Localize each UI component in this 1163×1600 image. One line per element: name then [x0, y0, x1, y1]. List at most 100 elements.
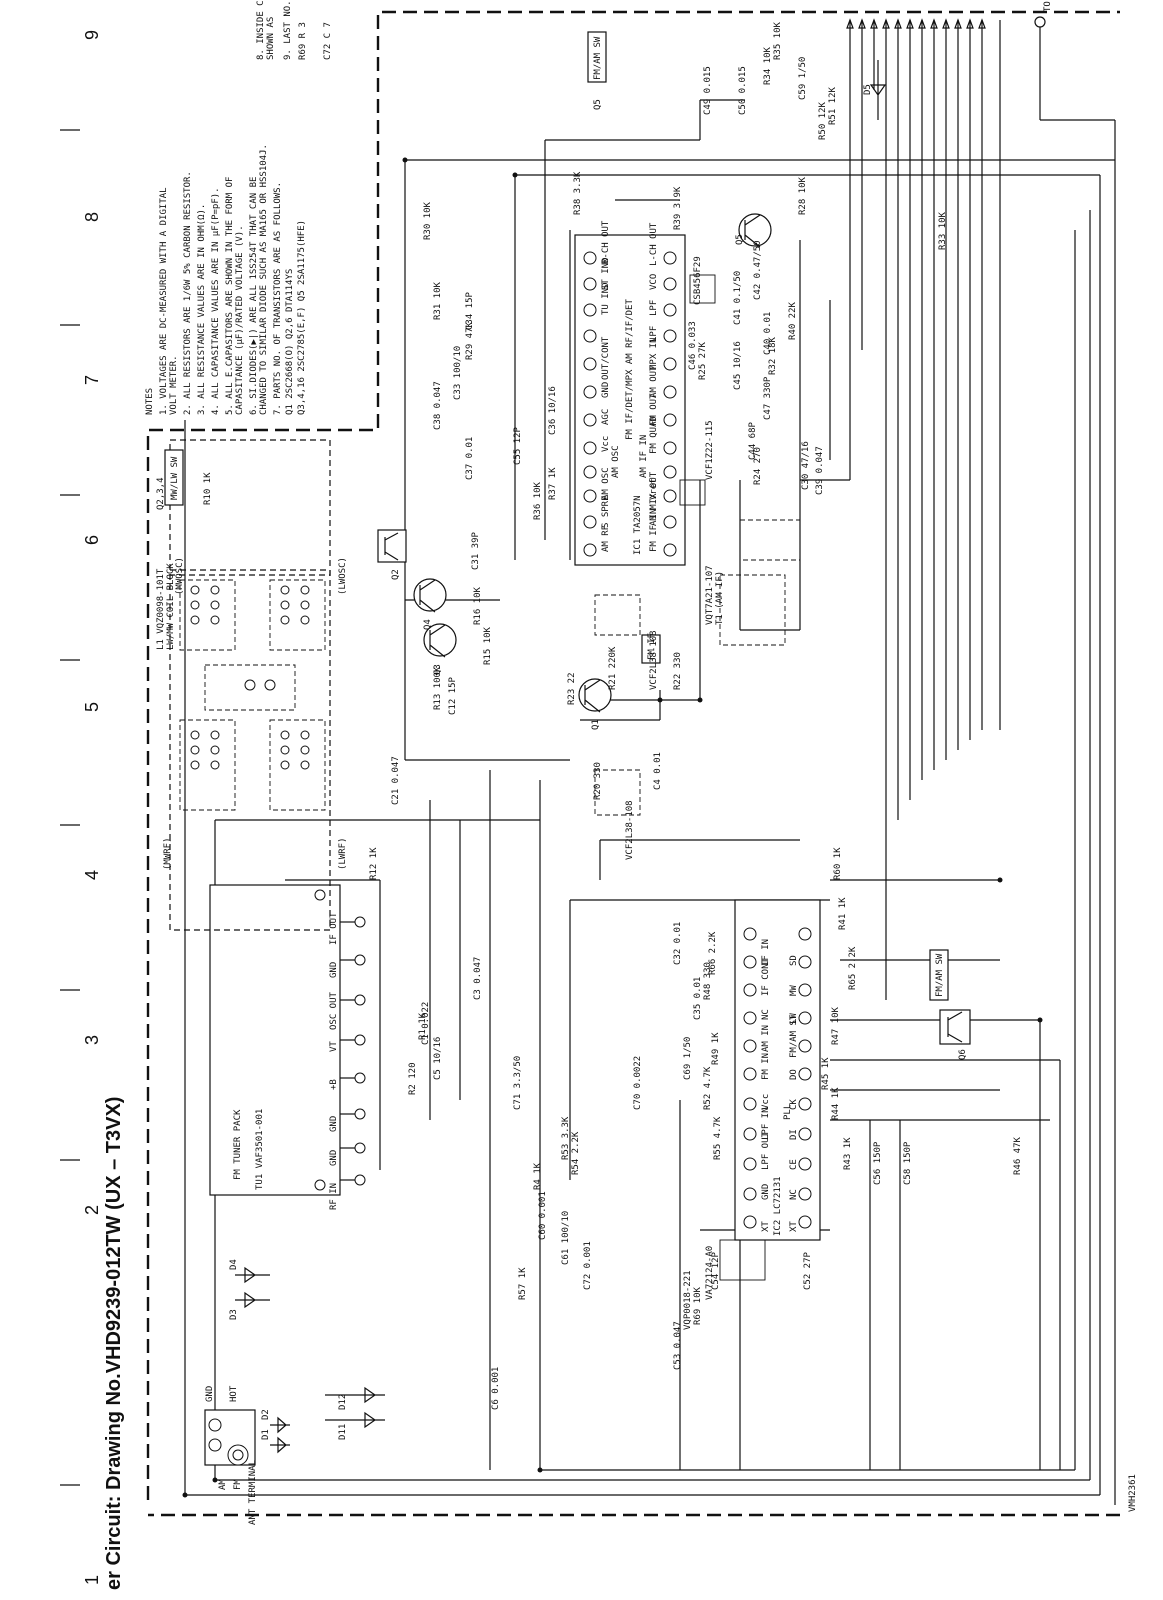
ic1-pin-label: R-CH OUT	[601, 220, 611, 264]
capacitor-label: C30 47/16	[801, 441, 811, 490]
ant-hot-label: HOT	[229, 1385, 239, 1402]
q5-label: Q5	[735, 234, 745, 245]
resistor-label: R33 10K	[938, 211, 948, 250]
capacitor-label: C71 3.3/50	[513, 1056, 523, 1110]
lwosc-label: (LWOSC)	[338, 557, 348, 595]
resistor-label: R54 2.2K	[571, 1131, 581, 1175]
resistor-label: R34 10K	[763, 46, 773, 85]
capacitor-label: C53 0.047	[673, 1321, 683, 1370]
resistor-label: R35 10K	[773, 21, 783, 60]
fm-am-switch-label: FM/AM SW	[593, 36, 603, 80]
ic2-pin-label: LPF IN	[761, 1107, 771, 1140]
tuner-pin-label: IF OUT	[329, 912, 339, 945]
label-boxes: FM/AM SW Q5 FM IF TO	[587, 1, 1053, 664]
capacitor-label: C45 10/16	[733, 341, 743, 390]
resistor-label: R4 1K	[533, 1162, 543, 1190]
antenna-terminal: ANT TERMINAL FM AM GND HOT	[204, 1385, 258, 1525]
transistors: Q1 Q2 Q3 Q4 Q5 Q6 FM/AM SW	[377, 213, 971, 1060]
note-line: 8. INSIDE C	[256, 0, 266, 60]
d1-label: D1	[261, 1429, 271, 1440]
resistor-label: R65 2.2K	[848, 946, 858, 990]
note-line: 6. SI.DIODES(▶|) ARE ALL 1SS254T THAT CA…	[249, 177, 259, 415]
capacitor-label: C54 12P	[711, 1251, 721, 1290]
resistor-label: R60 1K	[833, 847, 843, 880]
resistor-label: R57 1K	[518, 1267, 528, 1300]
resistor-label: R16 10K	[473, 586, 483, 625]
ic1-pin-label: VCO	[649, 274, 659, 290]
ic2-pin-label: LPF OUT	[761, 1131, 771, 1170]
note-line: 7. PARTS NO. OF TRANSISTORS ARE AS FOLLO…	[273, 182, 283, 415]
shield-outline	[146, 10, 1120, 1517]
lwrf-label: (LWRF)	[338, 837, 348, 870]
mw-lw-switch-label: MW/LW SW	[170, 456, 180, 500]
t1-part-label: VQT7A21-107	[705, 565, 715, 625]
ic1-pin-label: AM RF	[601, 525, 611, 552]
ic2-pin-label: AM IN	[761, 1025, 771, 1052]
resistor-label: R28 10K	[798, 176, 808, 215]
note-line: 9. LAST NO.	[283, 0, 293, 60]
notes-block: NOTES 1. VOLTAGES ARE DC-MEASURED WITH A…	[145, 144, 307, 415]
q4: Q4	[413, 578, 447, 630]
capacitor-label: C36 10/16	[548, 386, 558, 435]
resistor-label: R23 22	[567, 672, 577, 705]
resistor-label: R32 18K	[768, 336, 778, 375]
capacitor-label: C6 0.001	[491, 1367, 501, 1410]
q4-label: Q4	[423, 619, 433, 630]
ic1-label: IC1 TA2057N	[633, 495, 643, 555]
ic1-pin-label: FM IF IN	[649, 509, 659, 552]
ic2-pin-label: XT	[789, 1221, 799, 1232]
capacitor-label: C40 0.01	[763, 312, 773, 355]
wiring	[184, 20, 1116, 1505]
tuner-pin-label: GND	[329, 1116, 339, 1132]
d2-label: D2	[261, 1409, 271, 1420]
grid-number: 6	[82, 535, 102, 545]
tuner-pin-label: VT	[329, 1041, 339, 1052]
t1-label: T1 (AM IF)	[715, 571, 725, 625]
ic2-pin-label: CE	[789, 1159, 799, 1170]
grid-number: 9	[82, 30, 102, 40]
resistor-label: R39 3.9K	[673, 186, 683, 230]
resistor-label: R25 27K	[698, 341, 708, 380]
drawing-title: er Circuit: Drawing No.VHD9239-012TW (UX…	[103, 1097, 125, 1590]
grid-ticks	[60, 129, 80, 1486]
note-line: CHANGED TO SIMILAR DIODE SUCH AS MA165 O…	[259, 144, 269, 415]
fm-if-label: FM IF	[647, 633, 657, 660]
resistor-label: R13 100K	[433, 666, 443, 710]
resistor-label: R41 1K	[838, 897, 848, 930]
capacitor-label: C4 0.01	[653, 752, 663, 790]
capacitor-label: C21 0.047	[391, 756, 401, 805]
component-labels: R10 1K R12 1K R13 100K R15 10K R16 10K R…	[203, 21, 1023, 1410]
capacitor-label: C52 27P	[803, 1251, 813, 1290]
ic1-ta2057n: IC1 TA2057N FM IF/DET/MPX AM RF/IF/DET A…	[574, 220, 686, 566]
grid-number: 1	[82, 1575, 102, 1585]
cf3-label: VCF1Z22-115	[705, 420, 715, 480]
grid-number: 7	[82, 375, 102, 385]
diode-d5: D5	[863, 60, 887, 120]
ic1-pin-label: AM MIX OUT	[649, 471, 659, 526]
coil-block-label: L1 VQZ0098-101T	[156, 568, 166, 650]
drawing-code: VMH2361	[1128, 1474, 1138, 1512]
grid-number: 4	[82, 870, 102, 880]
x1-label: VA72124-A0	[705, 1246, 715, 1300]
grid-number: 5	[82, 702, 102, 712]
q1: Q1	[578, 678, 612, 730]
ic1-pin-label: L-CH OUT	[649, 222, 659, 266]
capacitor-label: C47 330P	[763, 376, 773, 420]
note-line: 1. VOLTAGES ARE DC-MEASURED WITH A DIGIT…	[159, 187, 169, 415]
d4-label: D4	[229, 1259, 239, 1270]
ic1-pin-label: TU IND	[601, 282, 611, 315]
capacitor-label: C56 150P	[873, 1141, 883, 1185]
resistor-label: R38 3.3K	[573, 171, 583, 215]
capacitor-label: C61 100/10	[561, 1211, 571, 1265]
ic2-label: IC2 LC72131	[773, 1176, 783, 1236]
tuner-pack-part: TU1 VAF3501-001	[255, 1109, 265, 1190]
capacitor-label: C5 10/16	[433, 1037, 443, 1080]
resistor-label: R69 10K	[693, 1286, 703, 1325]
resistor-label: R37 1K	[548, 467, 558, 500]
coil-block: L1 VQZ0098-101T LW/MW COIL BLOCK (MWOSC)…	[156, 439, 348, 931]
ant-fm-label: FM	[233, 1479, 243, 1490]
ic2-pin-label: XT	[761, 1221, 771, 1232]
d11-label: D11	[338, 1424, 348, 1440]
diode-d11-d12: D11 D12	[325, 1386, 385, 1440]
ic2-pin-label: FM/AM ST	[789, 1014, 799, 1058]
